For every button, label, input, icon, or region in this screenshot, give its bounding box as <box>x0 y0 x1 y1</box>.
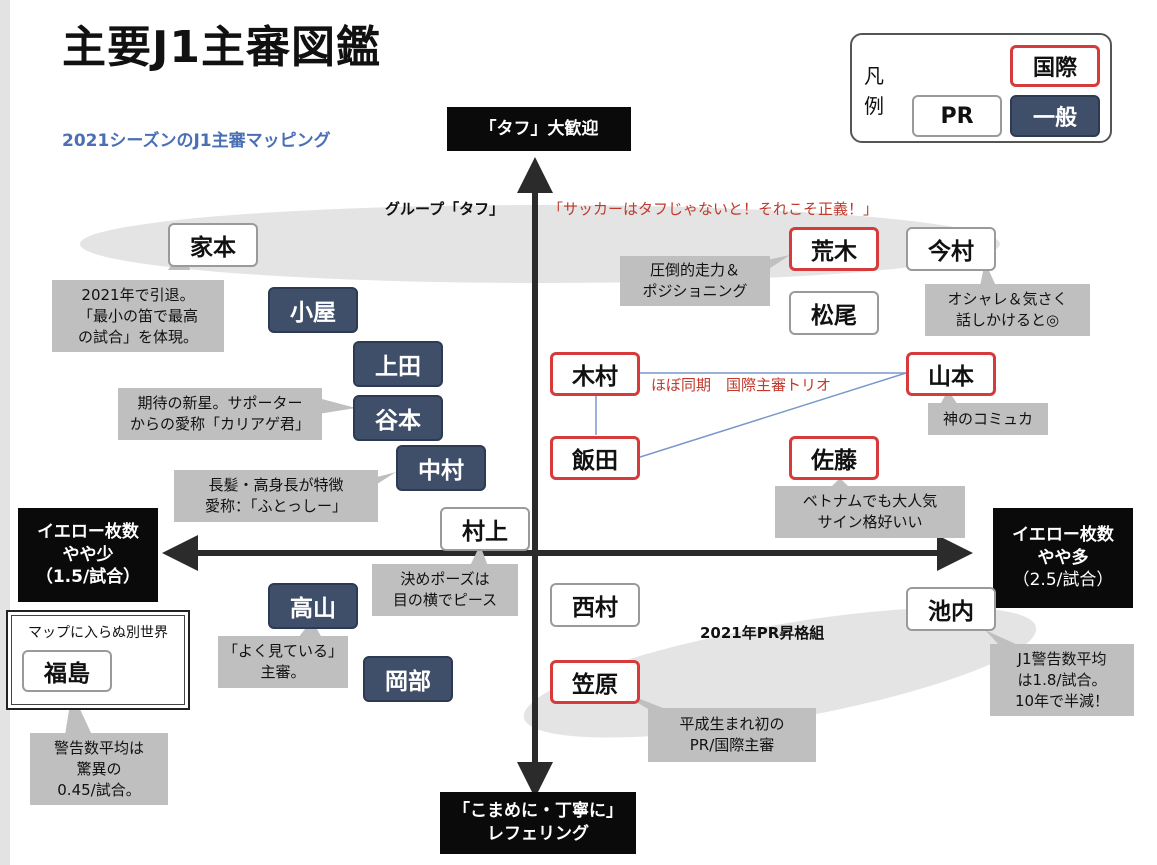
callout-iemoto: 2021年で引退。 「最小の笛で最高 の試合」を体現。 <box>52 280 224 352</box>
callout-line: 期待の新星。サポーター <box>137 394 303 412</box>
axis-left-line1: イエロー枚数 <box>37 521 139 542</box>
callout-line: 「最小の笛で最高 <box>77 306 198 325</box>
callout-murakami: 決めポーズは 目の横でピース <box>372 564 518 616</box>
callout-line: ベトナムでも大人気 <box>802 492 938 510</box>
callout-line: 神のコミュカ <box>942 409 1033 428</box>
callout-line: の試合」を体現。 <box>77 327 198 346</box>
axis-top-box: 「タフ」大歓迎 <box>447 107 631 151</box>
referee-matsuo: 松尾 <box>789 291 879 335</box>
referee-koya: 小屋 <box>268 287 358 333</box>
legend-general: 一般 <box>1010 95 1100 137</box>
callout-line: オシャレ＆気さく <box>947 290 1068 308</box>
callout-line: からの愛称「カリアゲ君」 <box>129 415 310 433</box>
callout-line: 警告数平均は <box>53 738 144 757</box>
referee-okabe: 岡部 <box>363 656 453 702</box>
callout-line: 「よく見ている」 <box>222 642 343 660</box>
page-title: 主要J1主審図鑑 <box>62 22 381 73</box>
axis-top-label: 「タフ」大歓迎 <box>479 118 599 139</box>
callout-pointer <box>940 390 958 405</box>
axis-right-line3: （2.5/試合） <box>1012 570 1114 591</box>
axis-left-line2: やや少 <box>62 544 114 565</box>
referee-murakami: 村上 <box>440 507 530 551</box>
legend-pr: PR <box>912 95 1002 137</box>
referee-yamamoto: 山本 <box>906 352 996 396</box>
callout-line: 驚異の <box>76 759 122 778</box>
callout-line: J1警告数平均 <box>1017 649 1107 668</box>
referee-iida: 飯田 <box>550 436 640 480</box>
page-subtitle: 2021シーズンのJ1主審マッピング <box>62 131 331 151</box>
callout-pointer <box>470 545 488 566</box>
trio-label: ほぼ同期 国際主審トリオ <box>648 374 835 395</box>
callout-pointer <box>985 630 1020 646</box>
callout-line: 2021年で引退。 <box>81 285 195 304</box>
callout-line: 長髪・高身長が特徴 <box>208 476 344 494</box>
callout-line: 主審。 <box>260 663 306 681</box>
axis-bottom-line2: レフェリング <box>487 824 589 844</box>
referee-araki: 荒木 <box>789 227 879 271</box>
callout-line: は1.8/試合。 <box>1017 670 1107 689</box>
referee-sato: 佐藤 <box>789 436 879 480</box>
callout-imamura: オシャレ＆気さく 話しかけると◎ <box>925 284 1090 336</box>
callout-sato: ベトナムでも大人気 サイン格好いい <box>775 486 965 538</box>
callout-pointer <box>318 398 356 414</box>
referee-ueda: 上田 <box>353 341 443 387</box>
callout-line: PR/国際主審 <box>689 736 775 754</box>
callout-line: 0.45/試合。 <box>57 780 141 799</box>
tough-group-label: グループ「タフ」 <box>385 200 505 218</box>
axis-right-line2: やや多 <box>1037 547 1089 568</box>
referee-takayama: 高山 <box>268 583 358 629</box>
callout-line: 目の横でピース <box>392 591 498 609</box>
referee-kasahara: 笠原 <box>550 660 640 704</box>
callout-line: 10年で半減！ <box>1014 691 1110 710</box>
callout-pointer <box>830 478 850 488</box>
referee-tanimoto: 谷本 <box>353 395 443 441</box>
legend: 凡 例 国際 PR 一般 <box>850 33 1112 143</box>
other-world-inner <box>11 615 185 705</box>
callout-ikeuchi: J1警告数平均 は1.8/試合。 10年で半減！ <box>990 644 1134 716</box>
callout-yamamoto: 神のコミュカ <box>928 403 1048 435</box>
callout-fukushima: 警告数平均は 驚異の 0.45/試合。 <box>30 733 168 805</box>
callout-tanimoto: 期待の新星。サポーター からの愛称「カリアゲ君」 <box>118 388 322 440</box>
referee-nishimura: 西村 <box>550 583 640 627</box>
tough-group-quote: 「サッカーはタフじゃないと！それこそ正義！」 <box>548 200 879 218</box>
callout-araki: 圧倒的走力＆ ポジショニング <box>620 256 770 306</box>
legend-heading: 凡 例 <box>864 64 884 118</box>
legend-intl: 国際 <box>1010 45 1100 87</box>
callout-line: 圧倒的走力＆ <box>649 261 740 279</box>
referee-nakamura: 中村 <box>396 445 486 491</box>
axis-bottom-line1: 「こまめに・丁寧に」 <box>453 801 623 822</box>
callout-line: 平成生まれ初の <box>679 715 785 733</box>
callout-line: サイン格好いい <box>817 513 923 531</box>
trio-line-iida-yamamoto <box>636 372 907 459</box>
pr-promoted-label: 2021年PR昇格組 <box>700 624 825 642</box>
other-world-title: マップに入らぬ別世界 <box>28 625 168 641</box>
referee-ikeuchi: 池内 <box>906 587 996 631</box>
axis-bottom-box: 「こまめに・丁寧に」 レフェリング <box>440 792 636 854</box>
axis-right-line1: イエロー枚数 <box>1012 524 1114 545</box>
callout-line: 決めポーズは <box>400 570 490 588</box>
left-edge-bar <box>0 0 10 865</box>
other-world-box: マップに入らぬ別世界 福島 <box>6 610 190 710</box>
referee-iemoto: 家本 <box>168 223 258 267</box>
callout-line: 愛称：「ふとっしー」 <box>204 497 348 515</box>
referee-kimura: 木村 <box>550 352 640 396</box>
axis-left-line3: （1.5/試合） <box>35 567 141 588</box>
callout-nakamura: 長髪・高身長が特徴 愛称：「ふとっしー」 <box>174 470 378 522</box>
callout-kasahara: 平成生まれ初の PR/国際主審 <box>648 708 816 762</box>
callout-takayama: 「よく見ている」 主審。 <box>218 636 348 688</box>
referee-fukushima: 福島 <box>22 650 112 692</box>
referee-imamura: 今村 <box>906 227 996 271</box>
axis-right-box: イエロー枚数 やや多 （2.5/試合） <box>993 508 1133 608</box>
callout-pointer <box>298 620 322 638</box>
callout-line: ポジショニング <box>642 282 748 300</box>
axis-left-box: イエロー枚数 やや少 （1.5/試合） <box>18 508 158 602</box>
callout-line: 話しかけると◎ <box>955 311 1060 329</box>
